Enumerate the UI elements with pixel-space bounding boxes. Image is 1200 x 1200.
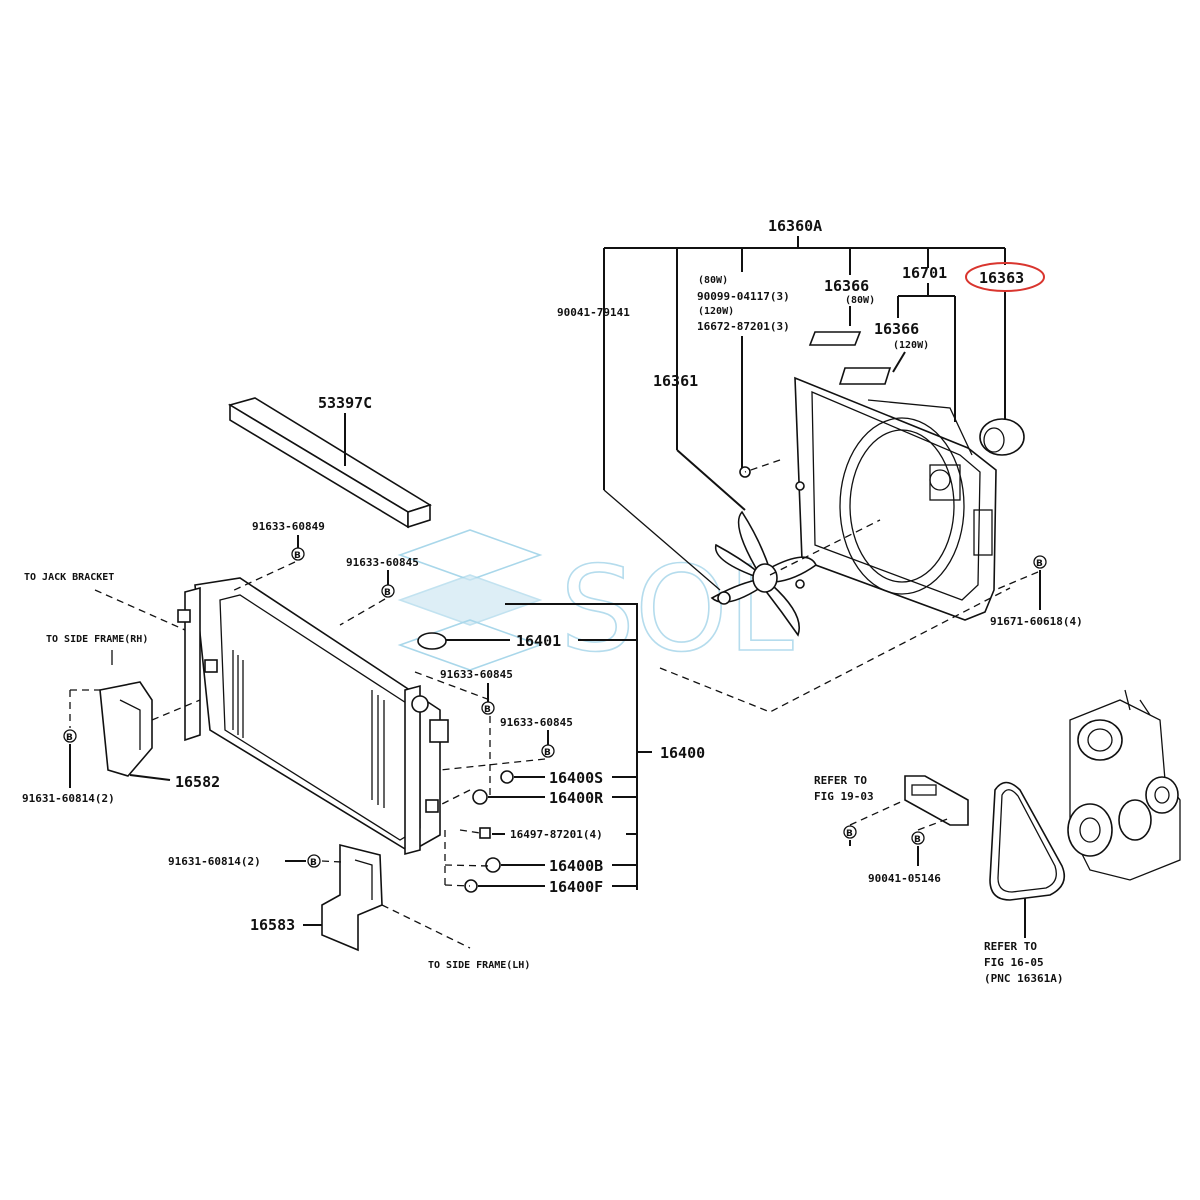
callout-91633-a: 91633-60849 B <box>229 520 325 593</box>
engine-sketch <box>1067 689 1181 881</box>
label-90041-05146: 90041-05146 <box>868 872 941 885</box>
label-pnc-16361a: (PNC 16361A) <box>984 972 1063 985</box>
label-16366-b: 16366 <box>874 320 919 338</box>
label-16583: 16583 <box>250 916 295 934</box>
note-80w-b: (80W) <box>845 295 875 306</box>
label-16701: 16701 <box>902 264 947 282</box>
label-91633-60845-d: 91633-60845 <box>500 716 573 729</box>
highlight-16363 <box>965 262 1045 292</box>
bolt-mark-b: B <box>914 835 921 845</box>
bolt-mark-b: B <box>310 858 317 868</box>
label-16366-a: 16366 <box>824 277 869 295</box>
bracket-16582: 16582 B 91631-60814(2) <box>22 681 220 805</box>
label-refer-to-a: REFER TO <box>814 774 867 787</box>
label-91631-60814-a: 91631-60814(2) <box>22 792 115 805</box>
label-fig-16-05: FIG 16-05 <box>984 956 1044 969</box>
bolt-mark-b: B <box>846 829 853 839</box>
bolt-mark-b: B <box>384 588 391 598</box>
label-91633-60845-c: 91633-60845 <box>440 668 513 681</box>
radiator <box>177 577 449 856</box>
label-to-jack-bracket: TO JACK BRACKET <box>24 572 114 583</box>
bolt-mark-b: B <box>1036 559 1043 569</box>
bolt-mark-b: B <box>484 705 491 715</box>
bracket-16583: 91631-60814(2) B 16583 TO SIDE FRAME(LH) <box>168 843 530 971</box>
callout-16400: 16400 16400S 16400R 16497-87201(4) 16400… <box>464 603 705 896</box>
label-91633-60845-b: 91633-60845 <box>346 556 419 569</box>
fan-shroud <box>739 331 1025 621</box>
label-16672-87201: 16672-87201(3) <box>697 320 790 333</box>
label-91631-60814-b: 91631-60814(2) <box>168 855 261 868</box>
label-16361: 16361 <box>653 372 698 390</box>
callout-91633-c: 91633-60845 B <box>440 668 513 715</box>
v-belt: REFER TO FIG 16-05 (PNC 16361A) <box>984 781 1066 985</box>
label-16360a: 16360A <box>768 217 822 235</box>
label-16401: 16401 <box>516 632 561 650</box>
label-16400f: 16400F <box>549 878 603 896</box>
callout-91671: B 91671-60618(4) <box>990 555 1083 628</box>
callout-refer-fig19: REFER TO FIG 19-03 B B 90041-05146 <box>814 774 969 885</box>
label-to-side-frame-lh: TO SIDE FRAME(LH) <box>428 960 530 971</box>
label-16363: 16363 <box>979 269 1024 287</box>
callout-to-jack: TO JACK BRACKET <box>24 572 186 631</box>
note-80w: (80W) <box>698 275 728 286</box>
note-120w-b: (120W) <box>893 340 929 351</box>
note-120w-a: (120W) <box>698 306 734 317</box>
label-to-side-frame-rh: TO SIDE FRAME(RH) <box>46 634 148 645</box>
label-90041-79141: 90041-79141 <box>557 306 630 319</box>
seal-53397c: 53397C <box>227 394 432 529</box>
label-refer-to-b: REFER TO <box>984 940 1037 953</box>
label-fig-19-03: FIG 19-03 <box>814 790 874 803</box>
label-16400b: 16400B <box>549 857 603 875</box>
label-90099-04117: 90099-04117(3) <box>697 290 790 303</box>
label-53397c: 53397C <box>318 394 372 412</box>
fan-blade <box>710 510 818 637</box>
bolt-mark-b: B <box>66 733 73 743</box>
callout-91633-b: 91633-60845 B <box>339 556 419 626</box>
label-16400: 16400 <box>660 744 705 762</box>
callout-to-side-rh: TO SIDE FRAME(RH) <box>46 634 148 665</box>
label-91671-60618: 91671-60618(4) <box>990 615 1083 628</box>
fan-assembly-callouts: 16360A 90041-79141 16361 (80W) 90099-041… <box>557 217 1045 591</box>
label-16400r: 16400R <box>549 789 604 807</box>
bolt-mark-b: B <box>544 748 551 758</box>
label-16497-87201: 16497-87201(4) <box>510 828 603 841</box>
callout-16401: 16401 <box>417 632 637 650</box>
label-16582: 16582 <box>175 773 220 791</box>
callout-91633-d: 91633-60845 B <box>439 716 573 771</box>
label-91633-60849: 91633-60849 <box>252 520 325 533</box>
bolt-mark-b: B <box>294 551 301 561</box>
watermark: SOL <box>397 529 795 679</box>
label-16400s: 16400S <box>549 769 603 787</box>
